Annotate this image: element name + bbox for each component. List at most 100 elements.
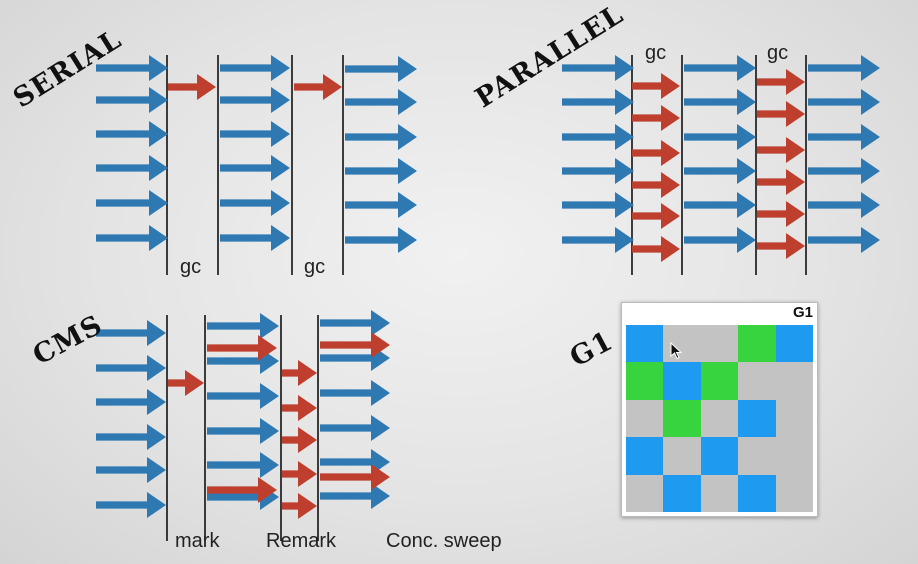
- g1-region-eden: [700, 437, 739, 475]
- serial-app-thread-arrow: [96, 155, 168, 181]
- g1-region-free: [700, 474, 739, 512]
- mouse-cursor-icon: [670, 342, 682, 360]
- cms-sweep-arrow: [320, 332, 390, 358]
- cms-mark-label: mark: [175, 530, 220, 552]
- parallel-gc-arrow: [757, 233, 805, 259]
- serial-gc-label-2: gc: [304, 256, 326, 278]
- cms-app-thread-arrow: [96, 320, 166, 346]
- cms-sweep-arrow: [320, 464, 390, 490]
- cms-concurrent-mark-arrow: [207, 335, 277, 361]
- cms-app-thread-arrow: [96, 457, 166, 483]
- cms-app-thread-arrow: [207, 418, 279, 444]
- cms-remark-arrow: [282, 395, 317, 421]
- parallel-app-thread-arrow: [562, 89, 634, 115]
- cms-initial-mark-arrow: [168, 370, 204, 396]
- g1-region-eden: [663, 474, 701, 512]
- g1-region-free: [626, 474, 664, 512]
- parallel-app-thread-arrow: [808, 55, 880, 81]
- g1-panel-title: G1: [792, 304, 813, 321]
- serial-app-thread-arrow: [345, 227, 417, 253]
- cms-app-thread-arrow: [320, 415, 390, 441]
- serial-gc-arrow: [168, 74, 216, 100]
- cms-app-thread-arrow: [207, 452, 279, 478]
- cms-app-thread-arrow: [207, 313, 279, 339]
- g1-region-eden: [738, 474, 776, 512]
- parallel-app-thread-arrow: [562, 227, 634, 253]
- g1-region-eden: [775, 325, 813, 363]
- serial-app-thread-arrow: [220, 87, 290, 113]
- g1-region-grid: [626, 325, 813, 512]
- serial-app-thread-arrow: [220, 155, 290, 181]
- parallel-app-thread-arrow: [808, 192, 880, 218]
- serial-app-thread-arrow: [220, 121, 290, 147]
- cms-app-thread-arrow: [96, 389, 166, 415]
- serial-app-thread-arrow: [345, 89, 417, 115]
- g1-region-free: [663, 325, 701, 363]
- g1-region-free: [626, 399, 664, 438]
- cms-remark-arrow: [282, 427, 317, 453]
- cms-app-thread-arrow: [320, 310, 390, 336]
- g1-region-survivor: [626, 362, 664, 400]
- g1-region-free: [663, 437, 701, 475]
- serial-app-thread-arrow: [345, 124, 417, 150]
- parallel-gc-arrow: [632, 203, 680, 229]
- serial-app-thread-arrow: [96, 87, 168, 113]
- parallel-gc-arrow: [757, 201, 805, 227]
- serial-gc-arrow: [294, 74, 342, 100]
- cms-app-thread-arrow: [96, 424, 166, 450]
- parallel-app-thread-arrow: [684, 55, 756, 81]
- cms-remark-arrow: [282, 461, 317, 487]
- parallel-gc-label-1: gc: [645, 42, 667, 64]
- g1-region-free: [738, 362, 776, 400]
- parallel-app-thread-arrow: [684, 192, 756, 218]
- cms-app-thread-arrow: [320, 380, 390, 406]
- serial-app-thread-arrow: [96, 190, 168, 216]
- serial-app-thread-arrow: [96, 225, 168, 251]
- cms-concurrent-mark-arrow: [207, 477, 277, 503]
- parallel-gc-arrow: [632, 140, 680, 166]
- cms-app-thread-arrow: [96, 355, 166, 381]
- parallel-app-thread-arrow: [684, 89, 756, 115]
- g1-region-free: [775, 437, 813, 475]
- parallel-gc-arrow: [632, 236, 680, 262]
- parallel-app-thread-arrow: [808, 89, 880, 115]
- serial-app-thread-arrow: [220, 225, 290, 251]
- parallel-app-thread-arrow: [808, 124, 880, 150]
- serial-app-thread-arrow: [96, 121, 168, 147]
- cms-conc-sweep-label: Conc. sweep: [386, 530, 502, 552]
- cms-remark-arrow: [282, 493, 317, 519]
- g1-region-free: [700, 399, 739, 438]
- serial-app-thread-arrow: [345, 192, 417, 218]
- parallel-app-thread-arrow: [684, 158, 756, 184]
- g1-region-eden: [626, 437, 664, 475]
- g1-region-free: [700, 325, 739, 363]
- parallel-gc-arrow: [757, 137, 805, 163]
- parallel-gc-arrow: [632, 105, 680, 131]
- g1-region-survivor: [663, 399, 701, 438]
- parallel-gc-arrow: [757, 101, 805, 127]
- parallel-gc-label-2: gc: [767, 42, 789, 64]
- cms-remark-arrow: [282, 360, 317, 386]
- cms-remark-label: Remark: [266, 530, 337, 552]
- cms-app-thread-arrow: [207, 383, 279, 409]
- serial-app-thread-arrow: [220, 190, 290, 216]
- parallel-gc-arrow: [757, 169, 805, 195]
- cms-app-thread-arrow: [320, 483, 390, 509]
- g1-region-free: [775, 399, 813, 438]
- parallel-gc-arrow: [632, 73, 680, 99]
- parallel-app-thread-arrow: [684, 227, 756, 253]
- parallel-app-thread-arrow: [562, 192, 634, 218]
- serial-app-thread-arrow: [345, 56, 417, 82]
- serial-app-thread-arrow: [220, 55, 290, 81]
- g1-region-eden: [626, 325, 664, 363]
- parallel-app-thread-arrow: [808, 227, 880, 253]
- parallel-app-thread-arrow: [562, 158, 634, 184]
- g1-region-survivor: [738, 325, 776, 363]
- parallel-gc-arrow: [632, 172, 680, 198]
- parallel-app-thread-arrow: [562, 124, 634, 150]
- g1-region-eden: [663, 362, 701, 400]
- parallel-app-thread-arrow: [808, 158, 880, 184]
- parallel-app-thread-arrow: [684, 124, 756, 150]
- cms-app-thread-arrow: [96, 492, 166, 518]
